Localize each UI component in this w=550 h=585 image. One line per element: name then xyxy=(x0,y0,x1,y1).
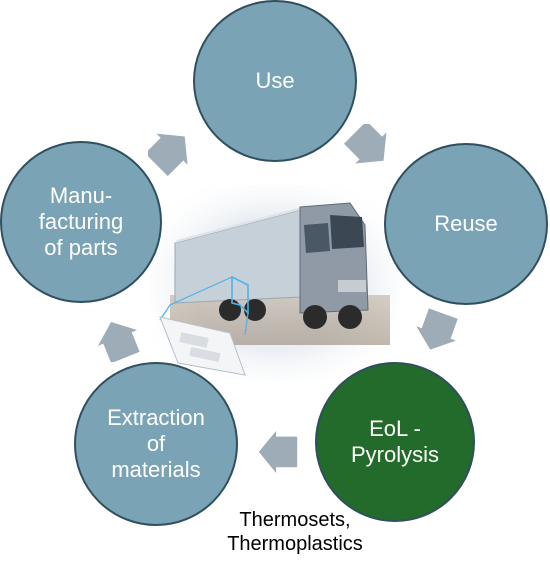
node-eol-label: EoL - Pyrolysis xyxy=(350,416,439,467)
node-manufacturing-label: Manu- facturing of parts xyxy=(38,183,124,260)
arrow-manufacturing-to-use xyxy=(148,133,188,176)
arrow-eol-to-extraction xyxy=(258,430,298,473)
node-extraction-label: Extraction of materials xyxy=(107,405,205,482)
node-extraction[interactable]: Extraction of materials xyxy=(74,362,238,526)
arrow-reuse-to-eol xyxy=(416,308,458,350)
node-use-label: Use xyxy=(255,68,295,93)
arrow-extraction-to-manufacturing xyxy=(97,321,140,362)
materials-caption: Thermosets, Thermoplastics xyxy=(227,509,363,555)
node-reuse[interactable]: Reuse xyxy=(384,143,548,305)
truck-illustration xyxy=(150,185,400,380)
node-use[interactable]: Use xyxy=(193,0,357,162)
node-manufacturing[interactable]: Manu- facturing of parts xyxy=(0,141,162,303)
arrow-use-to-reuse xyxy=(344,124,387,164)
node-reuse-label: Reuse xyxy=(434,211,498,236)
node-eol-pyrolysis[interactable]: EoL - Pyrolysis xyxy=(315,362,475,522)
